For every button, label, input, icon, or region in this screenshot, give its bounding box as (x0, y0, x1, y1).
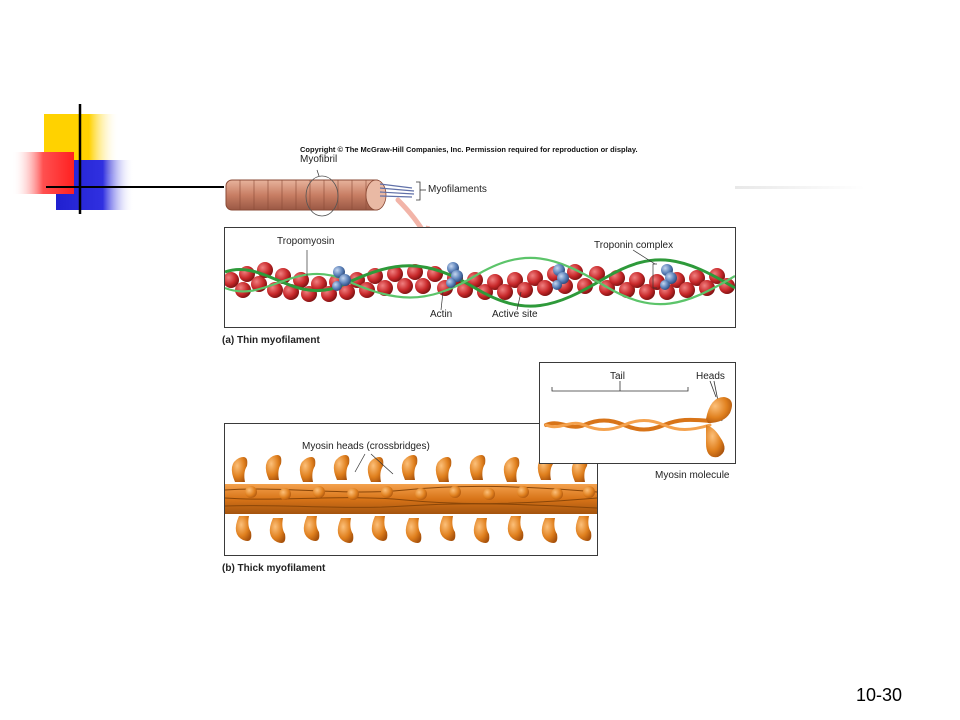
myosin-heads-label: Myosin heads (crossbridges) (302, 441, 430, 452)
thin-myofilament-caption: (a) Thin myofilament (222, 335, 320, 346)
myosin-heads (231, 455, 595, 543)
tail-label: Tail (610, 371, 626, 382)
thick-myofilament-panel (224, 423, 598, 556)
slide-number: 10-30 (855, 685, 902, 705)
actin-beads (225, 262, 735, 302)
copyright-notice: Copyright © The McGraw-Hill Companies, I… (300, 145, 638, 154)
tropomyosin-label: Tropomyosin (277, 236, 335, 247)
actin-label: Actin (430, 309, 453, 320)
troponin-complex-label: Troponin complex (594, 240, 674, 251)
myofilaments-label: Myofilaments (428, 184, 487, 195)
thin-myofilament-panel (224, 227, 736, 328)
thin-leader-lines (306, 249, 657, 311)
active-site-label: Active site (492, 309, 538, 320)
thick-myofilament-caption: (b) Thick myofilament (222, 563, 326, 574)
myosin-molecule-inset (539, 362, 736, 464)
myofibril-illustration (220, 160, 440, 240)
thick-leader-lines (354, 453, 394, 475)
myosin-molecule-label: Myosin molecule (655, 470, 730, 481)
tropomyosin-strands (225, 256, 735, 308)
troponin-complexes (332, 262, 677, 291)
myofibril-label: Myofibril (300, 154, 338, 165)
slide-accent-decoration (0, 0, 240, 230)
heads-label: Heads (696, 371, 725, 382)
slide-rule (735, 186, 865, 189)
